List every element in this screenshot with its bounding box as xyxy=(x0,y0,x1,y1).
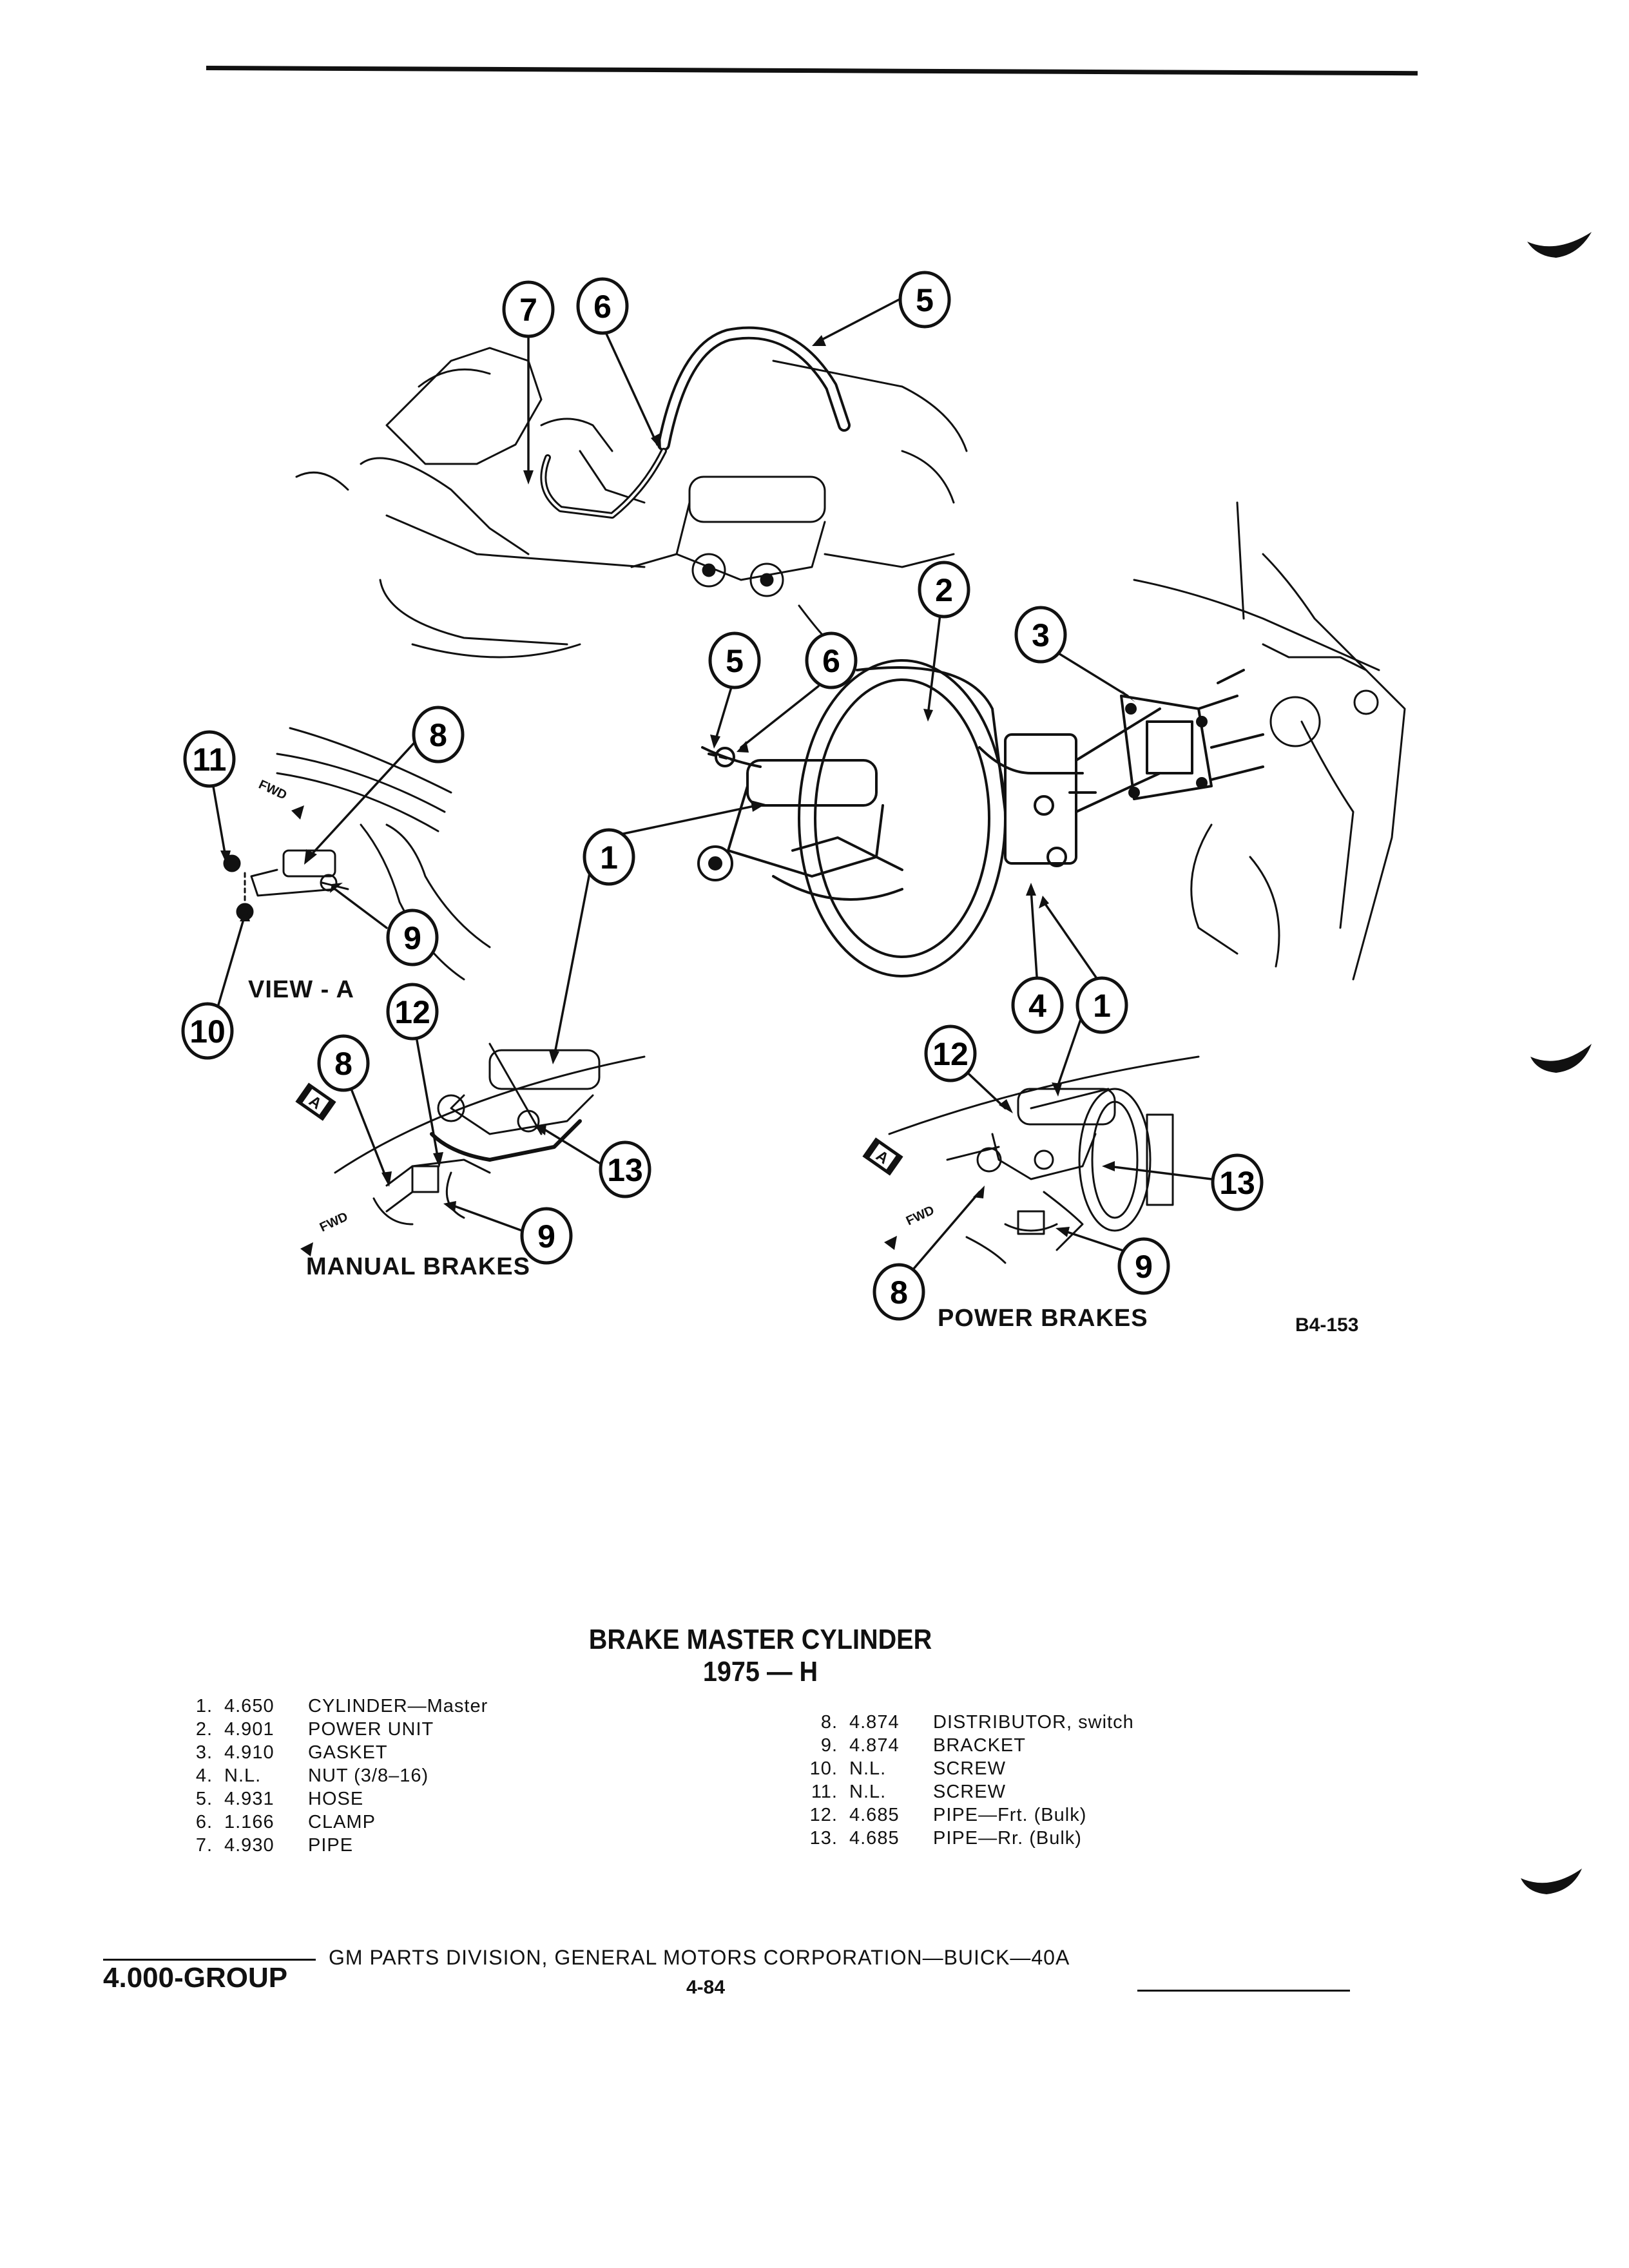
page-number: 4-84 xyxy=(686,1977,726,1998)
power-brakes-label: POWER BRAKES xyxy=(938,1305,1148,1332)
svg-text:11: 11 xyxy=(193,742,227,778)
svg-text:12: 12 xyxy=(394,994,430,1030)
footer-text: GM PARTS DIVISION, GENERAL MOTORS CORPOR… xyxy=(329,1946,1070,1969)
footer-group: 4.000-GROUP xyxy=(103,1962,288,1994)
svg-text:8: 8 xyxy=(334,1046,352,1082)
view-a-label: VIEW - A xyxy=(248,976,354,1003)
callout-6-top: 6 xyxy=(576,277,629,335)
callout-7: 7 xyxy=(502,280,555,338)
svg-text:10: 10 xyxy=(189,1014,226,1050)
fwd-label-power: FWD xyxy=(904,1203,937,1228)
manual-brakes-label: MANUAL BRAKES xyxy=(306,1253,530,1280)
svg-text:1: 1 xyxy=(600,840,618,876)
view-a-sketch xyxy=(223,727,491,981)
callout-1-power: 1 xyxy=(1075,976,1128,1034)
view-a-markers: A A xyxy=(295,1082,903,1176)
svg-text:9: 9 xyxy=(403,920,421,956)
callout-3: 3 xyxy=(1014,606,1067,664)
svg-text:5: 5 xyxy=(726,643,744,679)
manual-brakes-sketch xyxy=(334,1043,646,1225)
footer-rule-right xyxy=(1137,1990,1350,1992)
arrowheads xyxy=(220,335,1135,1237)
page-title: BRAKE MASTER CYLINDER 1975 — H xyxy=(528,1624,992,1688)
svg-text:7: 7 xyxy=(519,292,537,328)
callout-12-manual: 12 xyxy=(386,983,439,1041)
fwd-label-manual: FWD xyxy=(318,1209,351,1235)
fwd-arrows xyxy=(291,805,897,1256)
engine-sketch xyxy=(295,326,968,658)
callout-4: 4 xyxy=(1011,976,1064,1034)
svg-text:13: 13 xyxy=(607,1152,643,1188)
power-brakes-sketch xyxy=(888,1055,1200,1264)
svg-text:12: 12 xyxy=(932,1036,969,1072)
callout-9-manual: 9 xyxy=(520,1207,573,1265)
callout-1-center: 1 xyxy=(583,828,635,886)
footer-rule-left xyxy=(103,1959,316,1961)
callout-10: 10 xyxy=(181,1002,234,1060)
callout-8-view-a: 8 xyxy=(412,706,465,764)
svg-text:6: 6 xyxy=(822,643,840,679)
svg-text:8: 8 xyxy=(890,1274,908,1311)
callout-8-power: 8 xyxy=(872,1263,925,1321)
title-line-1: BRAKE MASTER CYLINDER xyxy=(588,1624,932,1655)
callout-9-view-a: 9 xyxy=(386,908,439,966)
svg-text:3: 3 xyxy=(1032,617,1050,653)
svg-text:1: 1 xyxy=(1093,988,1111,1024)
callout-11: 11 xyxy=(183,730,236,788)
leader-lines xyxy=(211,298,1213,1283)
callout-2: 2 xyxy=(918,561,970,619)
binder-marks xyxy=(1521,232,1592,1894)
callout-12-power: 12 xyxy=(924,1024,977,1082)
figure-id: B4-153 xyxy=(1295,1314,1359,1336)
svg-text:13: 13 xyxy=(1219,1165,1255,1201)
svg-text:2: 2 xyxy=(935,572,953,608)
firewall-sketch xyxy=(1133,501,1406,981)
svg-text:8: 8 xyxy=(429,717,447,753)
callout-6-mid: 6 xyxy=(805,631,858,689)
callout-5-mid: 5 xyxy=(708,631,761,689)
callout-9-power: 9 xyxy=(1117,1237,1170,1295)
svg-text:5: 5 xyxy=(916,282,934,318)
svg-text:9: 9 xyxy=(537,1218,555,1254)
callout-5-top: 5 xyxy=(898,271,951,329)
power-booster-sketch xyxy=(697,659,1264,977)
legend-item: 11.N.L.SCREW xyxy=(811,1782,1006,1802)
callout-13-manual: 13 xyxy=(599,1140,651,1198)
svg-text:4: 4 xyxy=(1028,988,1046,1024)
legend-item: 4.N.L.NUT (3/8–16) xyxy=(195,1765,429,1786)
callout-8-manual: 8 xyxy=(317,1034,370,1092)
svg-text:6: 6 xyxy=(593,289,612,325)
title-line-2: 1975 — H xyxy=(702,1656,818,1687)
legend-item: 10.N.L.SCREW xyxy=(809,1758,1006,1779)
fwd-label-view-a: FWD xyxy=(256,778,289,803)
callouts: 7 6 5 2 3 5 6 11 8 1 9 10 12 8 13 9 4 1 … xyxy=(181,271,1264,1321)
svg-text:9: 9 xyxy=(1135,1249,1153,1285)
callout-13-power: 13 xyxy=(1211,1153,1264,1211)
